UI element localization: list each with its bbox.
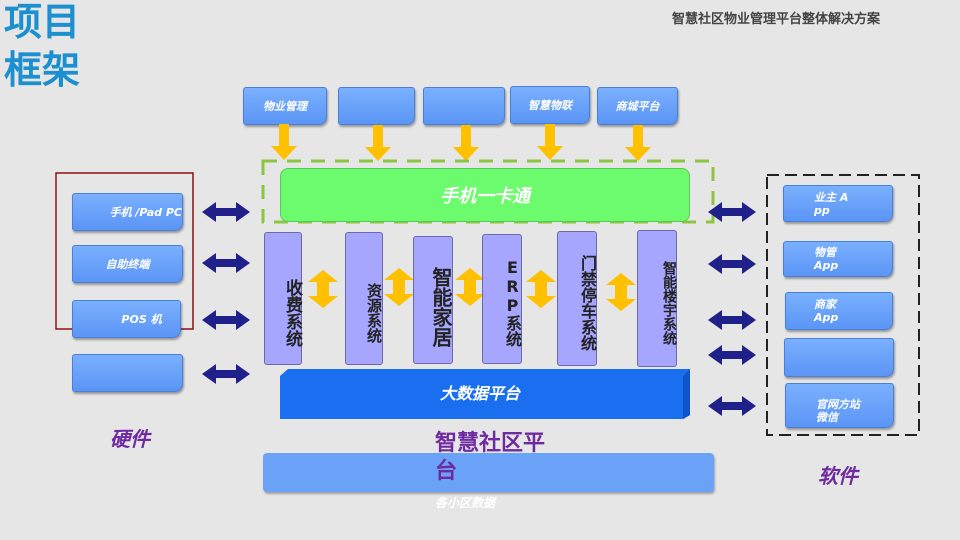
double-arrow-icon — [202, 202, 250, 222]
double-arrow-icon — [708, 345, 756, 365]
vertical-double-arrow-icon — [526, 270, 556, 308]
vertical-double-arrow-icon — [384, 268, 414, 306]
down-arrow-icon — [625, 125, 651, 161]
community-data-bar[interactable] — [263, 453, 714, 492]
double-arrow-icon — [708, 254, 756, 274]
module-blank-2[interactable] — [423, 87, 505, 125]
system-smart-home[interactable]: 智能家居 — [413, 236, 453, 364]
hardware-kiosk[interactable]: 自助终端 — [72, 245, 183, 283]
down-arrow-icon — [453, 125, 479, 161]
double-arrow-icon — [202, 364, 250, 384]
vertical-double-arrow-icon — [308, 270, 338, 308]
down-arrow-icon — [537, 124, 563, 160]
down-arrow-icon — [365, 125, 391, 161]
software-frame — [766, 174, 920, 436]
dashed-frame — [261, 159, 715, 224]
double-arrow-icon — [708, 202, 756, 222]
hardware-phone-pad[interactable]: 手机 /Pad PC — [72, 193, 183, 231]
module-iot[interactable]: 智慧物联 — [510, 86, 590, 124]
software-manager-app-label: 物管 App — [814, 246, 839, 272]
down-arrow-icon — [271, 124, 297, 160]
double-arrow-icon — [202, 253, 250, 273]
module-blank-1[interactable] — [338, 87, 415, 125]
double-arrow-icon — [708, 310, 756, 330]
platform-label: 智慧社区平台 — [435, 431, 546, 484]
vertical-double-arrow-icon — [606, 273, 636, 311]
software-owner-app[interactable]: 业主 App — [783, 185, 893, 222]
software-website-wechat[interactable]: 官网方站 微信 — [785, 383, 894, 428]
system-billing[interactable]: 收费系统 — [264, 232, 302, 365]
community-data-label: 各小区数据 — [435, 496, 496, 510]
module-property[interactable]: 物业管理 — [243, 87, 327, 125]
software-label: 软件 — [818, 464, 858, 488]
software-manager-app[interactable]: 物管 App — [783, 241, 893, 277]
system-resources[interactable]: 资源系统 — [345, 232, 383, 365]
header-title: 智慧社区物业管理平台整体解决方案 — [672, 12, 881, 27]
hardware-pos[interactable]: POS 机 — [72, 300, 181, 338]
software-merchant-app[interactable]: 商家 App — [785, 292, 893, 330]
software-blank[interactable] — [784, 338, 894, 377]
system-access-parking[interactable]: 门禁停车系统 — [557, 231, 597, 366]
module-mall[interactable]: 商城平台 — [597, 87, 678, 125]
hardware-label: 硬件 — [110, 427, 150, 451]
hardware-blank[interactable] — [72, 354, 183, 392]
double-arrow-icon — [708, 396, 756, 416]
software-merchant-app-label: 商家 App — [814, 298, 839, 324]
mobile-card-bar[interactable]: 手机一卡通 — [280, 168, 690, 222]
system-smart-building[interactable]: 智能楼宇系统 — [637, 230, 677, 367]
page-title: 项目框架 — [4, 0, 81, 92]
system-erp[interactable]: ERP系统 — [482, 234, 522, 364]
big-data-shape — [280, 369, 690, 419]
double-arrow-icon — [202, 310, 250, 330]
big-data-label: 大数据平台 — [439, 384, 520, 403]
vertical-double-arrow-icon — [455, 268, 485, 306]
software-website-wechat-label: 官网方站 微信 — [816, 397, 860, 424]
software-owner-app-label: 业主 App — [814, 190, 849, 217]
